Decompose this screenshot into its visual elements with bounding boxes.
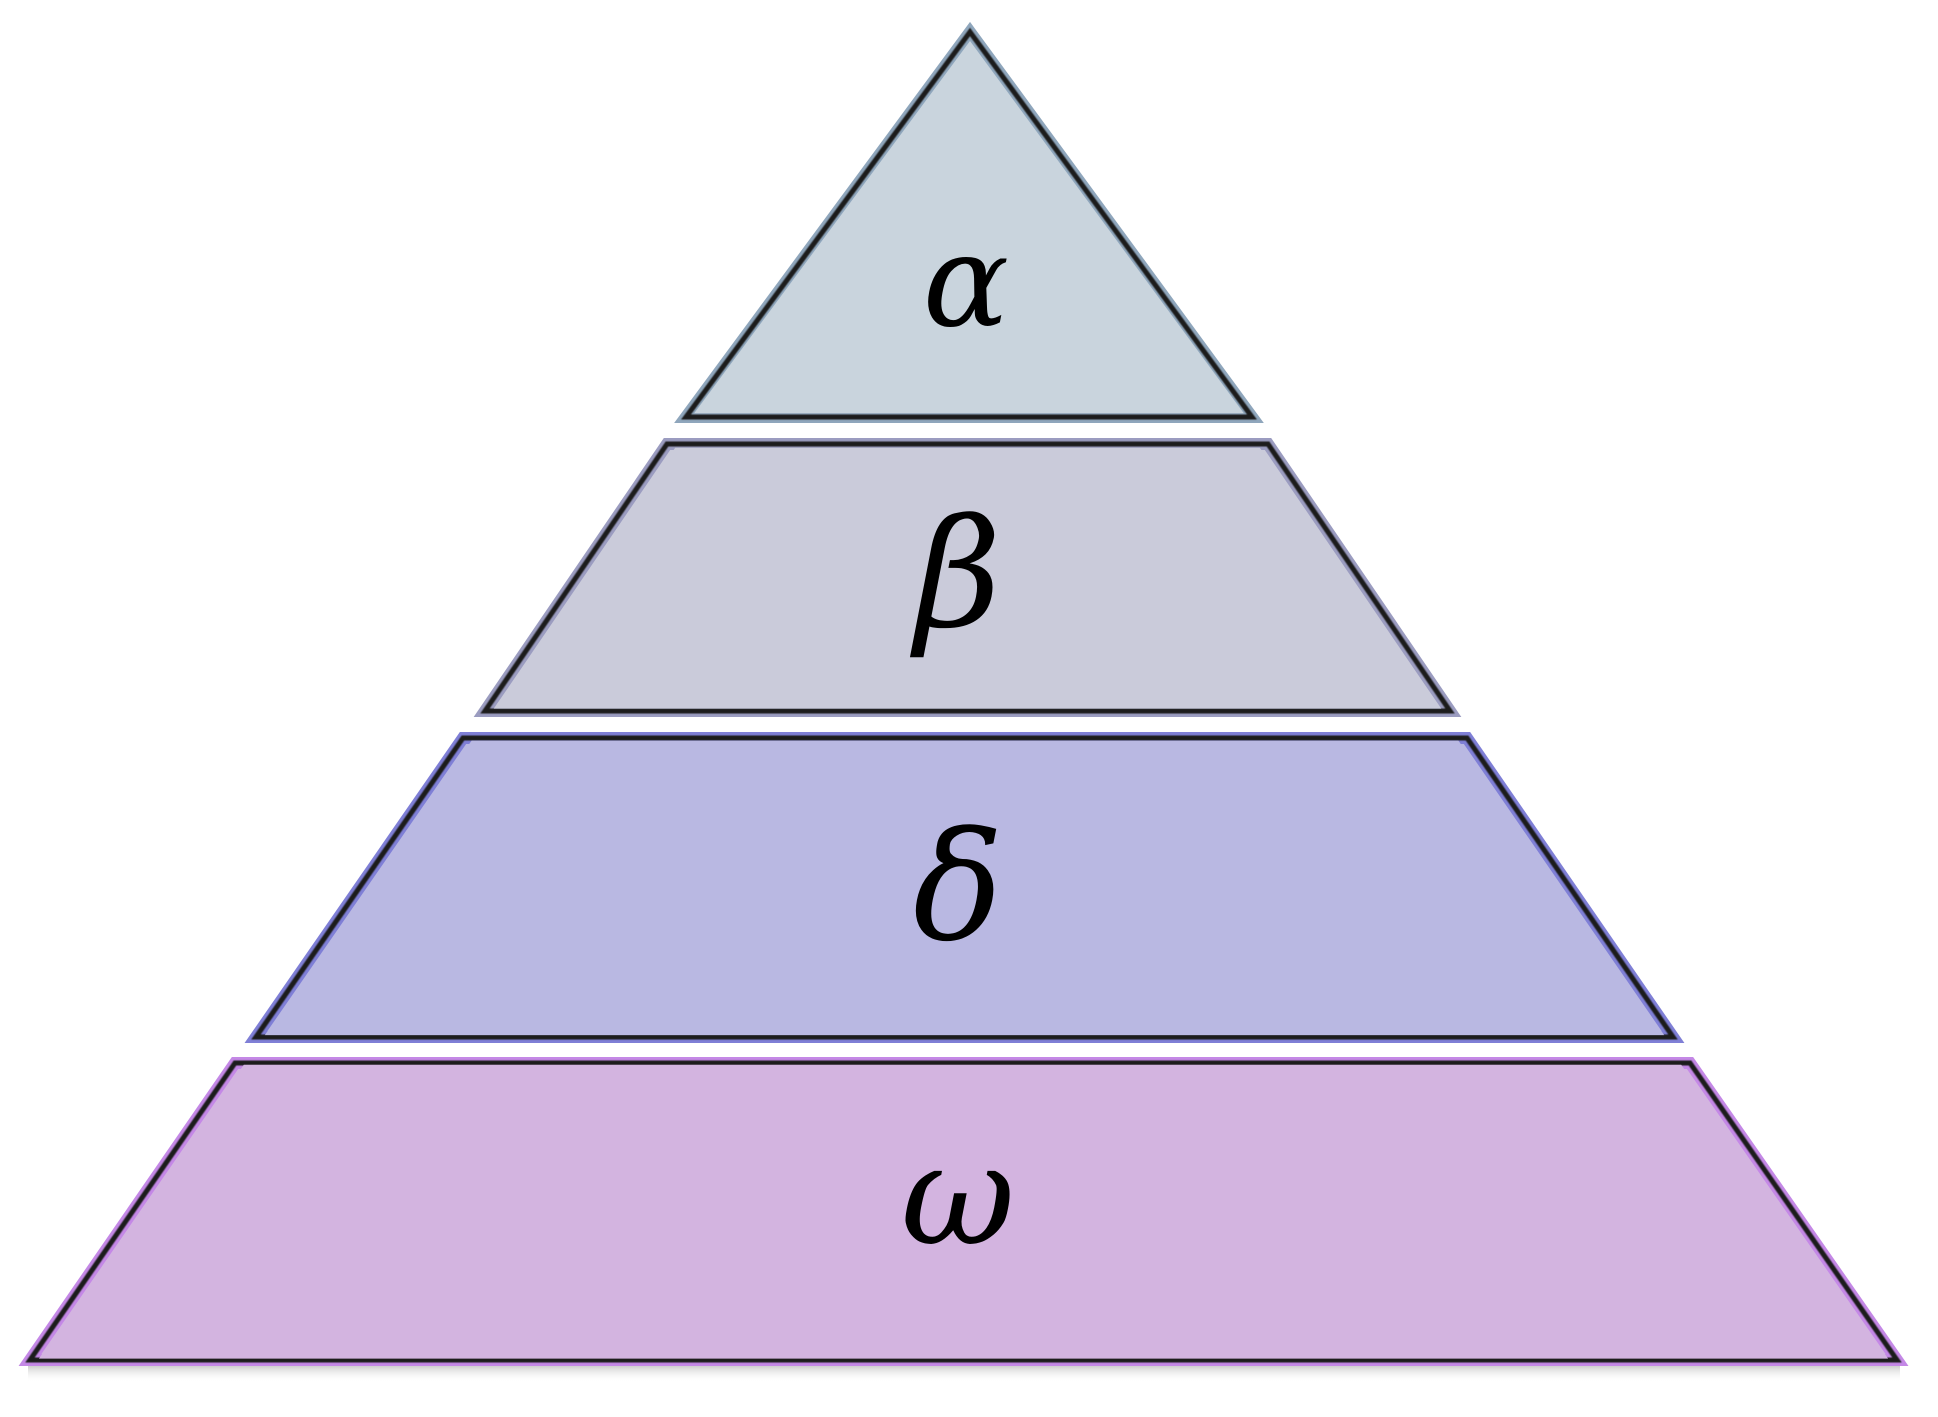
layer-label-omega: ω	[901, 1115, 1015, 1278]
layer-label-delta: δ	[913, 801, 1003, 975]
layer-interior-omega	[38, 1064, 1889, 1359]
layer-outline-delta	[251, 735, 1678, 1040]
layer-interior-alpha	[694, 41, 1244, 414]
pyramid-layer-omega: ω	[18, 1057, 1909, 1366]
layer-interior-beta	[493, 447, 1442, 709]
base-shadow	[28, 1362, 1900, 1382]
pyramid-layer-alpha: α	[674, 21, 1264, 423]
layer-interior-delta	[264, 740, 1665, 1036]
pyramid-layer-beta: β	[473, 438, 1462, 717]
layer-label-beta: β	[910, 488, 1002, 662]
layer-outline-beta	[480, 441, 1455, 714]
layer-outline-omega	[25, 1060, 1902, 1363]
layer-label-alpha: α	[923, 208, 1009, 357]
pyramid-layer-delta: δ	[244, 732, 1685, 1043]
layer-outline-alpha	[681, 27, 1257, 420]
